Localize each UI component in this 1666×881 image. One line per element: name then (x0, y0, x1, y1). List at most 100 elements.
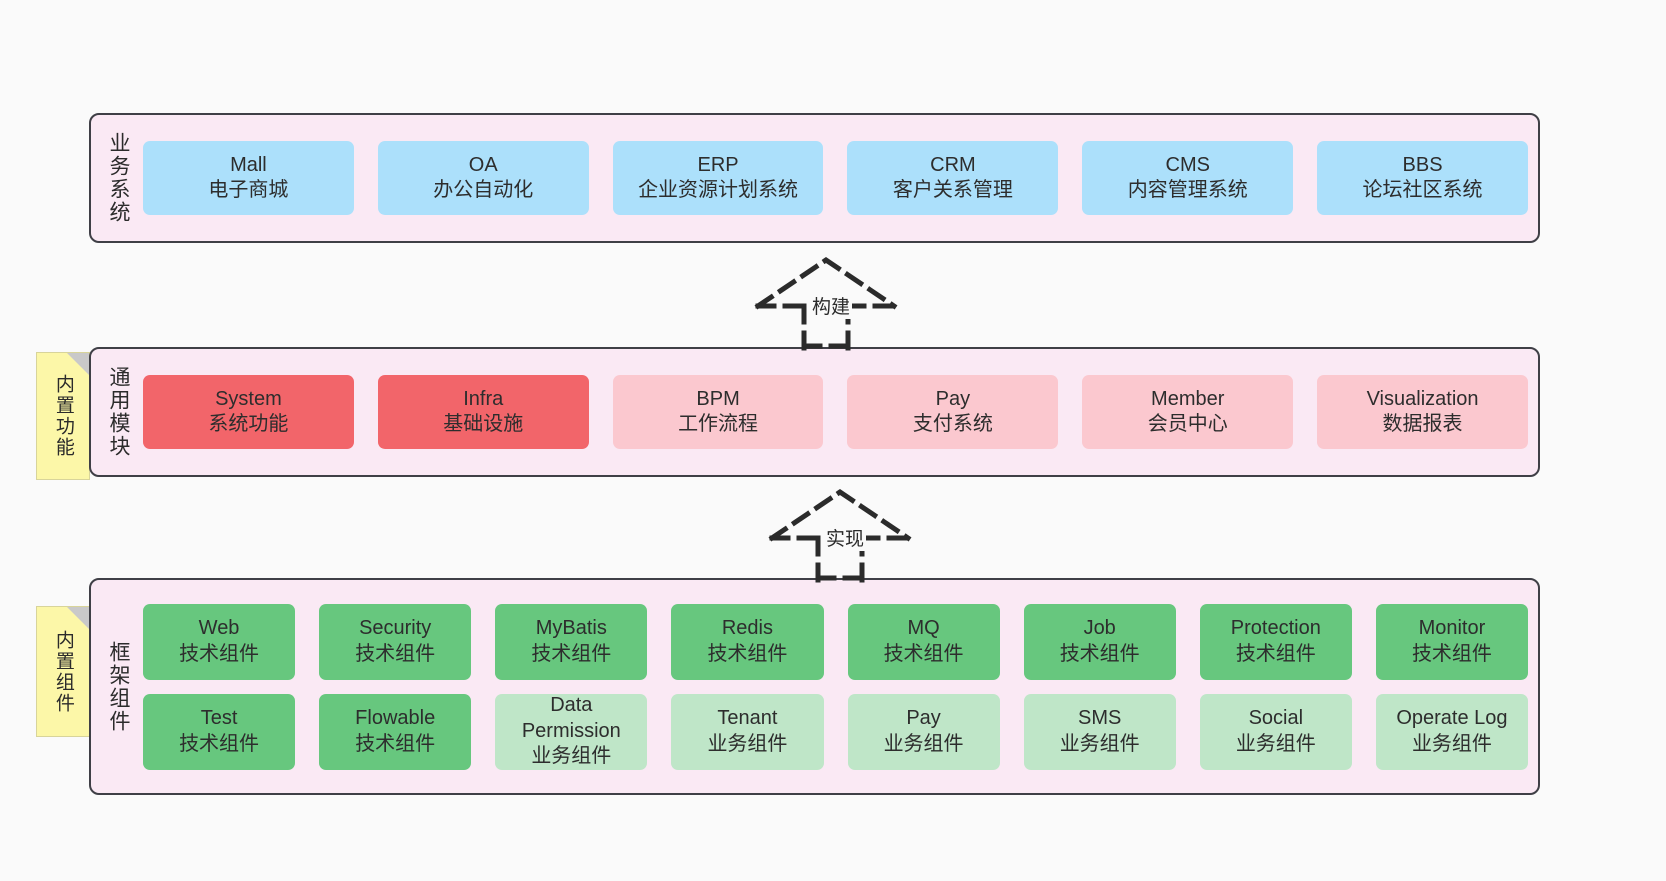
card-member[interactable]: Member 会员中心 (1082, 375, 1294, 449)
card-subtitle: 内容管理系统 (1127, 179, 1248, 201)
card-mall[interactable]: Mall 电子商城 (143, 141, 354, 215)
card-subtitle: 技术组件 (1235, 642, 1316, 665)
card-row: Mall 电子商城 OA 办公自动化 ERP 企业资源计划系统 CRM 客户关系… (143, 141, 1528, 215)
layer-body-common-module: System 系统功能 Infra 基础设施 BPM 工作流程 Pay 支付系统… (139, 357, 1528, 467)
card-title: Pay (935, 387, 971, 410)
card-title: Test (200, 707, 238, 730)
card-mq[interactable]: MQ 技术组件 (847, 603, 1000, 680)
card-subtitle: 技术组件 (1411, 642, 1492, 665)
card-visualization[interactable]: Visualization 数据报表 (1317, 375, 1528, 449)
card-title: Job (1083, 617, 1116, 640)
card-subtitle: 业务组件 (1059, 732, 1140, 755)
card-tenant[interactable]: Tenant 业务组件 (671, 693, 824, 770)
card-title: Operate Log (1396, 707, 1508, 730)
card-subtitle: 技术组件 (1059, 642, 1140, 665)
card-oa[interactable]: OA 办公自动化 (377, 141, 589, 215)
card-title: Infra (463, 387, 504, 410)
note-builtin-component: 内置组件 (36, 606, 90, 737)
card-subtitle: 会员中心 (1147, 413, 1228, 435)
card-title: OA (468, 153, 498, 176)
card-title: MQ (907, 617, 940, 640)
layer-title-framework-component: 框架组件 (106, 640, 130, 733)
note-builtin-feature: 内置功能 (36, 352, 90, 480)
card-title: Member (1151, 387, 1225, 410)
card-infra[interactable]: Infra 基础设施 (377, 375, 589, 449)
card-subtitle: 业务组件 (531, 745, 612, 768)
card-row: System 系统功能 Infra 基础设施 BPM 工作流程 Pay 支付系统… (143, 375, 1528, 449)
card-security[interactable]: Security 技术组件 (319, 603, 472, 680)
card-subtitle: 技术组件 (179, 732, 260, 755)
card-test[interactable]: Test 技术组件 (143, 693, 296, 770)
card-subtitle: 技术组件 (707, 642, 788, 665)
card-redis[interactable]: Redis 技术组件 (671, 603, 824, 680)
layer-title-business-system: 业务系统 (106, 132, 130, 224)
card-title: Mall (230, 153, 267, 176)
card-subtitle: 工作流程 (678, 413, 759, 435)
card-pay[interactable]: Pay 支付系统 (847, 375, 1059, 449)
dashed-generalization-arrow-icon (754, 256, 898, 351)
card-title: MyBatis (535, 617, 607, 640)
card-title: Redis (721, 617, 773, 640)
card-title: Monitor (1418, 617, 1486, 640)
card-social[interactable]: Social 业务组件 (1199, 693, 1352, 770)
card-title: BPM (696, 387, 740, 410)
card-row: Web 技术组件 Security 技术组件 MyBatis 技术组件 Redi… (143, 603, 1528, 680)
card-subtitle: 业务组件 (707, 732, 788, 755)
card-title: Pay (906, 707, 941, 730)
card-subtitle: 办公自动化 (433, 179, 534, 201)
card-title: Tenant (717, 707, 778, 730)
card-sms[interactable]: SMS 业务组件 (1023, 693, 1176, 770)
card-crm[interactable]: CRM 客户关系管理 (847, 141, 1059, 215)
note-label: 内置组件 (52, 629, 74, 714)
arrow-label-implement: 实现 (824, 524, 867, 551)
card-operate-log[interactable]: Operate Log 业务组件 (1375, 693, 1528, 770)
card-title: Security (359, 617, 432, 640)
card-title: CMS (1165, 153, 1210, 176)
card-protection[interactable]: Protection 技术组件 (1199, 603, 1352, 680)
card-subtitle: 业务组件 (1411, 732, 1492, 755)
card-monitor[interactable]: Monitor 技术组件 (1375, 603, 1528, 680)
card-job[interactable]: Job 技术组件 (1023, 603, 1176, 680)
arrow-build: 构建 (752, 256, 932, 351)
card-subtitle: 电子商城 (208, 179, 289, 201)
card-row: Test 技术组件 Flowable 技术组件 Data Permission … (143, 693, 1528, 770)
layer-common-module: 通用模块 System 系统功能 Infra 基础设施 BPM 工作流程 Pay… (89, 347, 1540, 477)
layer-title-common-module: 通用模块 (106, 366, 130, 458)
card-subtitle: 论坛社区系统 (1362, 179, 1483, 201)
layer-business-system: 业务系统 Mall 电子商城 OA 办公自动化 ERP 企业资源计划系统 CRM… (89, 113, 1540, 243)
card-title: Protection (1230, 617, 1321, 640)
card-title: ERP (697, 153, 739, 176)
card-cms[interactable]: CMS 内容管理系统 (1082, 141, 1294, 215)
card-subtitle: 技术组件 (883, 642, 964, 665)
card-title: BBS (1402, 153, 1443, 176)
card-subtitle: 企业资源计划系统 (638, 179, 799, 201)
card-subtitle: 支付系统 (912, 413, 993, 435)
layer-body-business-system: Mall 电子商城 OA 办公自动化 ERP 企业资源计划系统 CRM 客户关系… (139, 123, 1528, 233)
card-data-permission[interactable]: Data Permission 业务组件 (495, 693, 648, 770)
card-flowable[interactable]: Flowable 技术组件 (319, 693, 472, 770)
card-subtitle: 技术组件 (355, 642, 436, 665)
card-subtitle: 业务组件 (883, 732, 964, 755)
card-title: System (215, 387, 282, 410)
card-title: Social (1248, 707, 1304, 730)
card-subtitle: 技术组件 (355, 732, 436, 755)
card-title: Flowable (355, 707, 436, 730)
card-subtitle: 客户关系管理 (892, 179, 1013, 201)
card-pay-component[interactable]: Pay 业务组件 (847, 693, 1000, 770)
card-web[interactable]: Web 技术组件 (143, 603, 296, 680)
card-mybatis[interactable]: MyBatis 技术组件 (495, 603, 648, 680)
card-title: CRM (930, 153, 976, 176)
card-system[interactable]: System 系统功能 (143, 375, 354, 449)
card-erp[interactable]: ERP 企业资源计划系统 (612, 141, 824, 215)
card-bpm[interactable]: BPM 工作流程 (612, 375, 824, 449)
card-subtitle: 技术组件 (179, 642, 260, 665)
card-subtitle: 数据报表 (1382, 413, 1463, 435)
card-subtitle: 基础设施 (443, 413, 524, 435)
card-bbs[interactable]: BBS 论坛社区系统 (1317, 141, 1528, 215)
arrow-label-build: 构建 (810, 292, 853, 319)
arrow-implement: 实现 (766, 488, 946, 583)
card-title: Web (198, 617, 240, 640)
layer-body-framework-component: Web 技术组件 Security 技术组件 MyBatis 技术组件 Redi… (139, 588, 1528, 785)
card-subtitle: 技术组件 (531, 642, 612, 665)
card-title: SMS (1078, 707, 1122, 730)
